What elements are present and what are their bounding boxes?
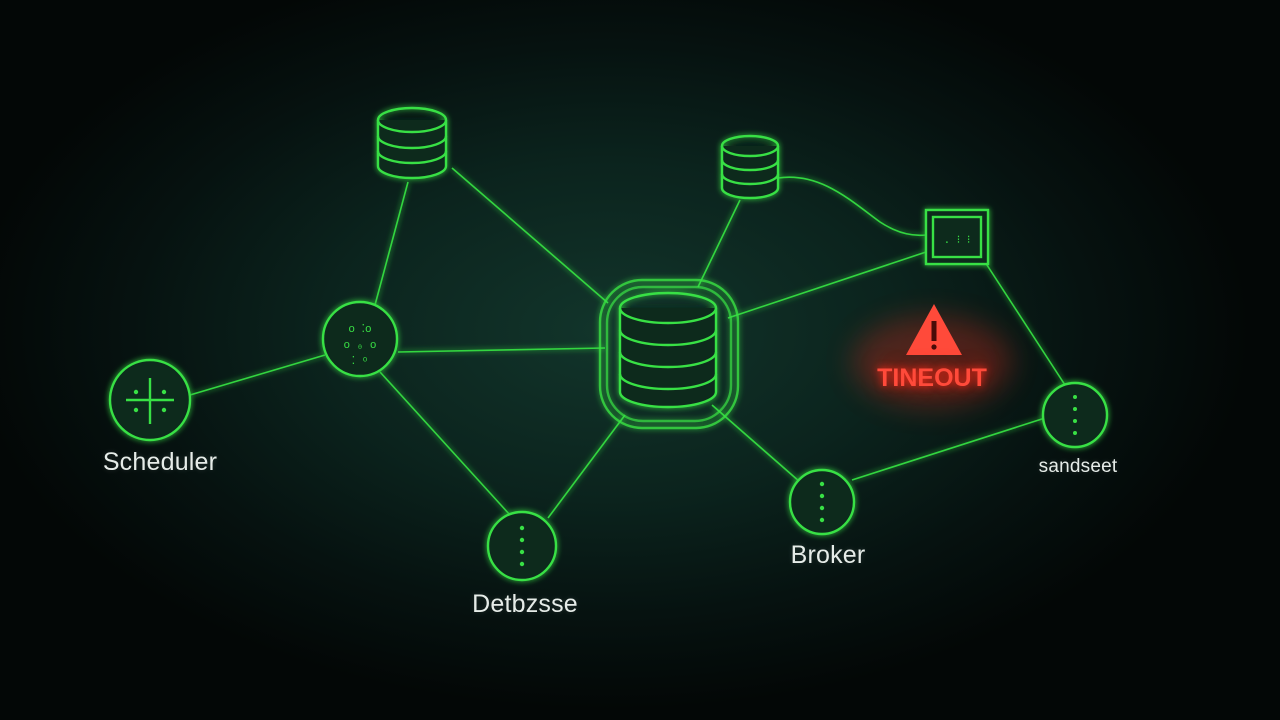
right-node-label: sandseet bbox=[1038, 456, 1118, 477]
database-node-icon bbox=[486, 510, 558, 582]
edge-node-center bbox=[397, 347, 606, 353]
edge-node-db-top bbox=[374, 181, 409, 306]
server-chip-icon: . ⁝ ⁝ bbox=[924, 208, 990, 266]
scheduler-label: Scheduler bbox=[102, 448, 218, 476]
database-icon bbox=[720, 134, 780, 200]
edge-database-center bbox=[547, 414, 626, 519]
edge-chip-right-node bbox=[984, 261, 1066, 386]
warning-triangle-icon bbox=[852, 304, 1012, 408]
edge-broker-right-node bbox=[851, 417, 1046, 481]
edge-node-database bbox=[379, 371, 511, 516]
svg-text:. ⁝ ⁝: . ⁝ ⁝ bbox=[944, 235, 971, 247]
edge-center-db-right bbox=[697, 199, 741, 288]
hub-database-icon bbox=[598, 278, 740, 430]
svg-text:⁚ ᵒ: ⁚ ᵒ bbox=[352, 355, 369, 368]
broker-node-icon bbox=[788, 468, 856, 536]
edge-center-chip bbox=[727, 251, 927, 319]
svg-text:o ₀ o: o ₀ o bbox=[343, 340, 376, 352]
edge-scheduler-hub bbox=[189, 354, 326, 396]
svg-text:o ⁚o: o ⁚o bbox=[348, 323, 371, 336]
timeout-alert-text: TINEOUT bbox=[877, 364, 987, 392]
service-node-icon: o ⁚o o ₀ o ⁚ ᵒ bbox=[321, 300, 399, 378]
right-service-node-icon bbox=[1041, 381, 1109, 449]
edge-db-right-chip bbox=[777, 176, 927, 237]
scheduler-node-icon bbox=[108, 358, 192, 442]
edge-db-top-center bbox=[451, 167, 609, 304]
broker-label: Broker bbox=[790, 541, 866, 569]
database-label: Detbzsse bbox=[472, 590, 578, 618]
edge-center-broker bbox=[711, 404, 801, 483]
database-icon bbox=[376, 106, 448, 180]
